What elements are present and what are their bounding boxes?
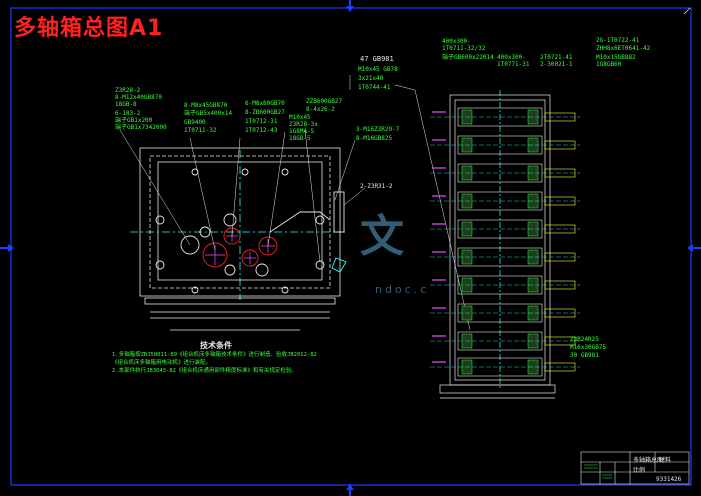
- left-callout-2: 18GB-8: [115, 101, 137, 108]
- right-top-4-0: 2G-1T0722-41: [596, 37, 640, 44]
- drawing-title: 多轴箱总图A1: [14, 16, 164, 41]
- callout-top-3: 1T0744-41: [358, 84, 391, 91]
- right-bottom-0: Z3R24R25: [570, 336, 599, 343]
- mid-callout-3-0: M10x45: [289, 114, 311, 121]
- left-callout-4: 端子GB1x200: [115, 117, 153, 124]
- right-top-2-1: 1T0771-31: [497, 61, 530, 68]
- spindle-nose: [544, 168, 576, 178]
- title-block: [580, 451, 690, 485]
- mid-callout-1-3: 1T0711-32: [184, 127, 217, 134]
- right-top-3-0: 2T0721-41: [540, 54, 573, 61]
- outer-border: [10, 7, 692, 486]
- right-top-4-2: M10x15GB882: [596, 54, 636, 61]
- mid-callout-1-0: 8-M8x45GB870: [184, 102, 228, 109]
- mid-callout-3-2: 1G8MA-5: [289, 128, 315, 135]
- left-callout-5: 端子GB1x7342000: [115, 124, 167, 131]
- spindle-holes: [155, 168, 325, 294]
- side-shafts: [430, 107, 580, 377]
- watermark-url: ndoc.c: [375, 283, 430, 296]
- right-top-2-0: 400x300-: [497, 54, 526, 61]
- title-block-code: 9331426: [656, 476, 682, 483]
- right-top-4-1: ZHH8x6ET0641-42: [596, 45, 651, 52]
- mid-callout-4-0: ZZB600GB27: [306, 98, 343, 105]
- side-view: [439, 90, 556, 399]
- mid-callout-3-1: Z3R28-3x: [289, 121, 318, 128]
- right-callout-b: 2-Z3R31-2: [360, 183, 393, 190]
- mid-callout-2-2: 1T0712-31: [245, 118, 278, 125]
- front-view: [130, 147, 345, 331]
- mid-callout-2-1: 8-ZB600GB27: [245, 109, 285, 116]
- mid-callout-1-1: 端子GB5x400x14: [184, 110, 233, 117]
- spindle-nose: [544, 362, 576, 372]
- watermark-logo: 文: [360, 211, 404, 262]
- right-bottom-1: M16x30GB75: [570, 344, 607, 351]
- callout-top-0: 47 GB981: [360, 55, 394, 63]
- callout-top-2: 3x21x40: [358, 75, 384, 82]
- title-block-fill: [584, 464, 612, 479]
- spindle-nose: [544, 252, 576, 262]
- lever-arm: [269, 191, 347, 273]
- title-block-name: 多轴箱总图: [633, 457, 664, 464]
- mid-callout-2-3: 1T0712-43: [245, 127, 278, 134]
- right-top-3-1: 2-30021-1: [540, 61, 573, 68]
- left-callout-0: Z3R28-2: [115, 87, 141, 94]
- spindle-nose: [544, 336, 576, 346]
- left-callout-1: 8-M12x40GB870: [115, 94, 162, 101]
- tech-line-1: 《组合机床多轴箱用电动机》进行装配。: [112, 360, 212, 366]
- tech-title: 技术条件: [200, 341, 232, 350]
- leader-lines: [119, 75, 471, 331]
- right-top-4-3: 1G8GB60: [596, 61, 622, 68]
- right-callout-a-1: 8-M16GB825: [356, 135, 393, 142]
- mid-callout-2-0: 6-M8x80GB70: [245, 100, 285, 107]
- spindle-nose: [544, 112, 576, 122]
- spindle-nose: [544, 196, 576, 206]
- corner-arrows: [8, 6, 693, 490]
- right-top-1-2: 端子GB600x22014: [442, 54, 494, 61]
- right-callout-a-0: 3-M16Z3R29-7: [356, 126, 400, 133]
- right-top-1-0: 400x300-: [442, 38, 471, 45]
- spindle-nose: [544, 140, 576, 150]
- tech-line-0: 1.多轴箱按ZBJ58011-89《组合机床多轴箱技术条件》进行制造、验收JB2…: [112, 352, 317, 358]
- title-block-col2: 材料: [659, 457, 672, 464]
- left-callout-3: 6-183-2: [115, 110, 141, 117]
- mid-callout-1-2: GB9400: [184, 119, 206, 126]
- tech-line-2: 2.本部件执行JB3043-82《组合机床通用部件精度标准》和有关规定检验。: [112, 368, 297, 374]
- callout-top-1: M10x45 GB78: [358, 66, 398, 73]
- mid-callout-3-3: 18GB-5: [289, 135, 311, 142]
- right-bottom-2: 30 GB981: [570, 352, 599, 359]
- spindle-nose: [544, 224, 576, 234]
- right-top-1-1: 1T0711-32/32: [442, 45, 486, 52]
- title-block-col1: 比例: [633, 467, 646, 474]
- mid-callout-4-1: 8-4x26-2: [306, 106, 335, 113]
- spindle-nose: [544, 308, 576, 318]
- spindle-nose: [544, 280, 576, 290]
